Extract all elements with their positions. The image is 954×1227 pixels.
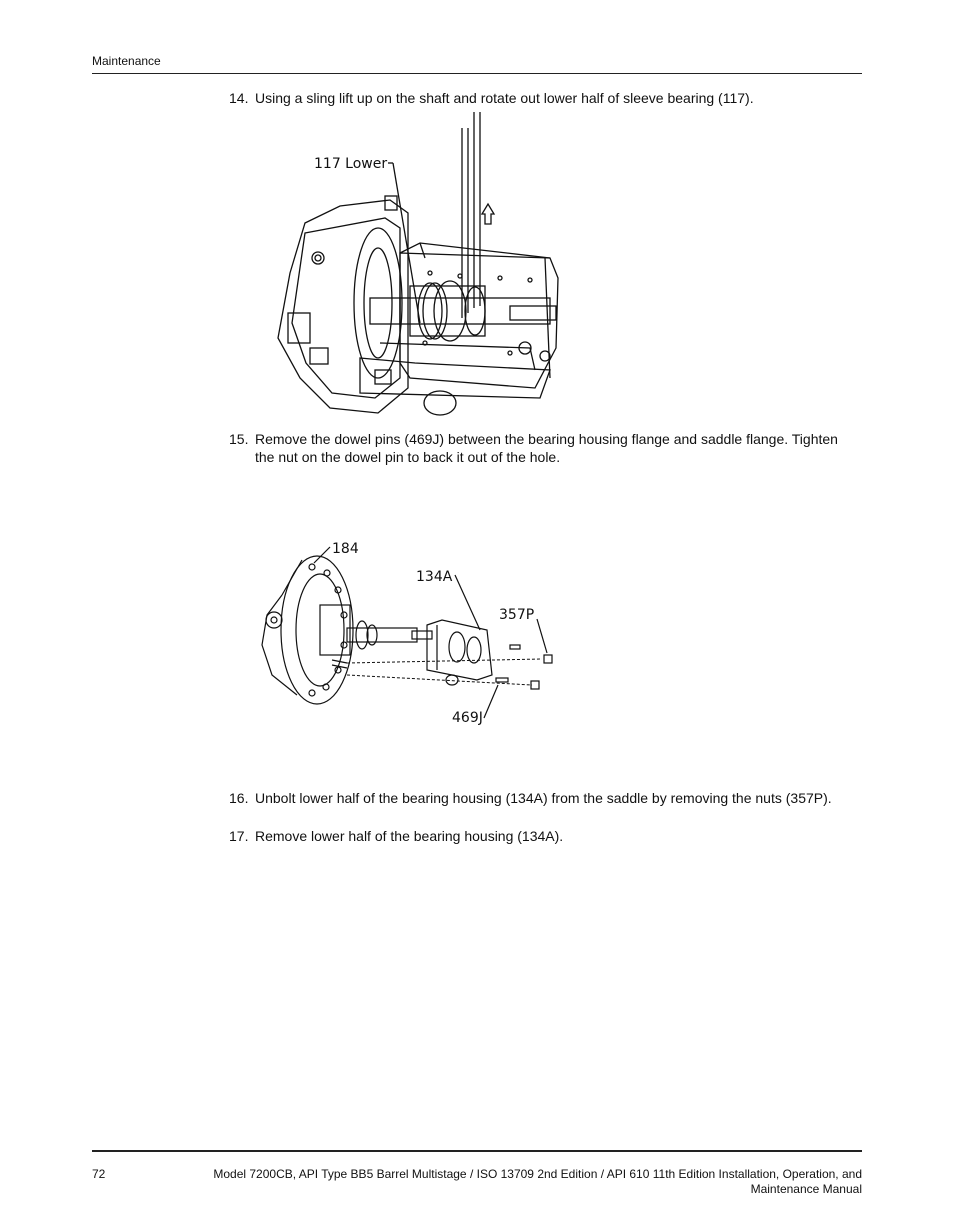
step-14: 14. Using a sling lift up on the shaft a…	[229, 89, 849, 107]
footer-title-line-2: Maintenance Manual	[750, 1182, 862, 1196]
step-number: 15.	[229, 431, 249, 447]
page-number: 72	[92, 1167, 106, 1181]
step-number: 16.	[229, 790, 249, 806]
step-text: Remove the dowel pins (469J) between the…	[255, 431, 838, 465]
figure-sleeve-bearing-removal: 117 Lower	[277, 112, 559, 416]
step-text: Remove lower half of the bearing housing…	[255, 828, 564, 844]
footer-title-line-1: Model 7200CB, API Type BB5 Barrel Multis…	[213, 1167, 862, 1181]
step-text: Unbolt lower half of the bearing housing…	[255, 790, 832, 806]
callout-469j: 469J	[452, 710, 483, 726]
step-16: 16. Unbolt lower half of the bearing hou…	[229, 789, 849, 807]
step-17: 17. Remove lower half of the bearing hou…	[229, 827, 849, 845]
figure-exploded-bearing-housing: 184 134A 357P 469J	[261, 541, 553, 726]
running-header: Maintenance	[92, 54, 161, 68]
footer-document-title: Model 7200CB, API Type BB5 Barrel Multis…	[128, 1167, 862, 1197]
header-rule	[92, 73, 862, 74]
step-text: Using a sling lift up on the shaft and r…	[255, 90, 754, 106]
step-15: 15. Remove the dowel pins (469J) between…	[229, 430, 849, 466]
callout-117-lower: 117 Lower	[314, 156, 387, 172]
callout-184: 184	[332, 541, 359, 557]
step-number: 17.	[229, 828, 249, 844]
footer-rule	[92, 1150, 862, 1152]
step-number: 14.	[229, 90, 249, 106]
callout-357p: 357P	[499, 607, 534, 623]
callout-134a: 134A	[416, 569, 453, 585]
